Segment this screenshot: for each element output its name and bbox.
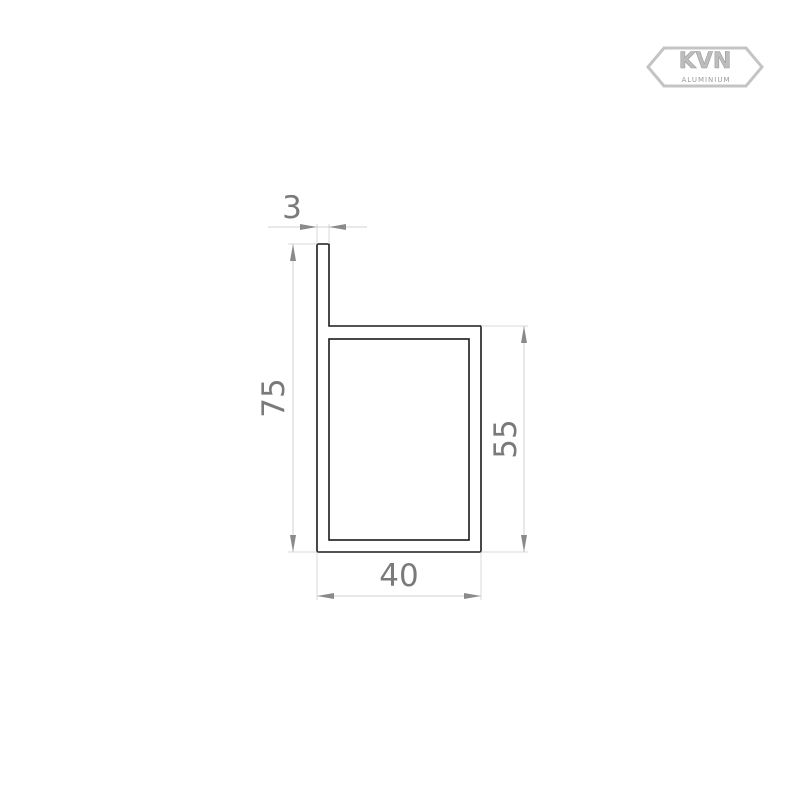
kvn-logo: KVN ALUMINIUM (646, 46, 764, 88)
dimension-total-height: 75 (256, 243, 317, 553)
profile-outline (316, 243, 482, 553)
dimension-box-height: 55 (481, 325, 528, 553)
dimension-width: 40 (316, 552, 482, 600)
dimension-label-width: 40 (379, 558, 418, 594)
dimension-label-thickness: 3 (282, 190, 302, 226)
logo-subtext: ALUMINIUM (681, 76, 730, 84)
logo-text: KVN (679, 49, 732, 74)
profile-inner-cavity (328, 338, 470, 541)
dimension-label-total-height: 75 (256, 378, 292, 417)
dimension-label-box-height: 55 (488, 419, 524, 458)
dimension-thickness: 3 (268, 190, 367, 244)
